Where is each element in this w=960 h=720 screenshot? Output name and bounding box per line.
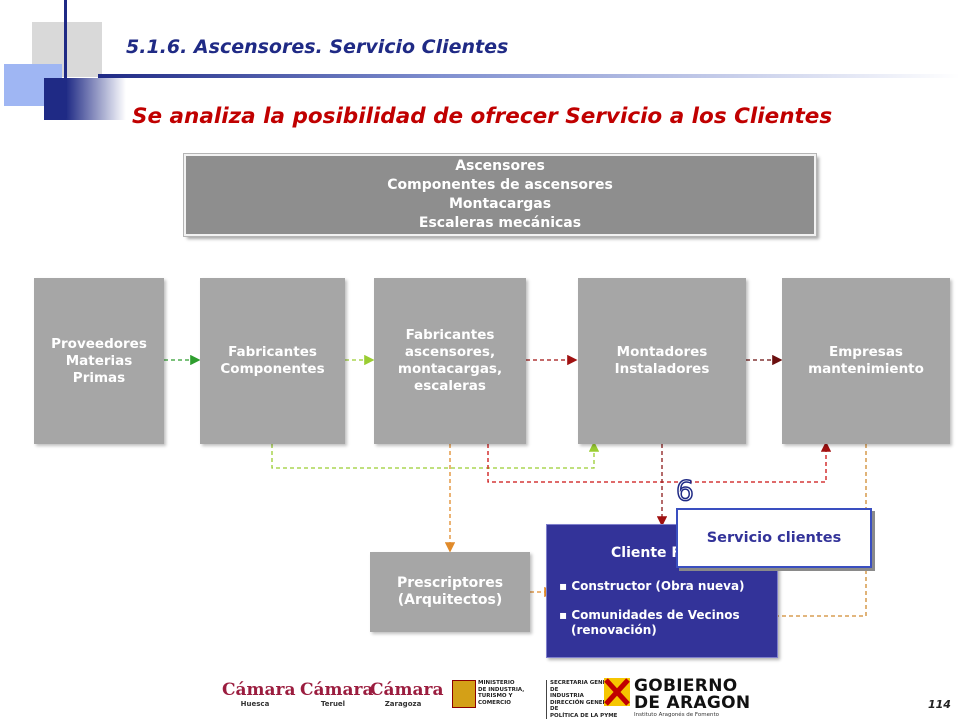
chain-label: mantenimiento [808, 361, 924, 377]
header-horizontal-line [98, 74, 960, 78]
chain-label: Fabricantes [228, 344, 317, 360]
chain-label: Primas [72, 369, 126, 386]
prescriptores-label: Prescriptores [396, 575, 504, 591]
chain-label: escaleras [414, 378, 486, 394]
arrow-empresas-cliente [737, 444, 867, 622]
chain-box-proveedores: Proveedores Materias Primas [34, 278, 164, 444]
scope-box: Ascensores Componentes de ascensores Mon… [183, 153, 817, 237]
chain-label: montacargas, [397, 361, 503, 377]
main-title: Se analiza la posibilidad de ofrecer Ser… [132, 104, 833, 129]
logo-camara-teruel: Cámara Teruel [300, 680, 374, 708]
cliente-list: ▪ Constructor (Obra nueva) ▪ Comunidades… [559, 579, 771, 652]
header-decoration-navy [44, 78, 66, 120]
logo-camara-zaragoza: Cámara Zaragoza [370, 680, 444, 708]
callout-label: Servicio clientes [706, 530, 842, 546]
chain-label: Montadores [616, 344, 708, 360]
arrow-componentes-montadores [271, 441, 600, 469]
secretaria-line: POLÍTICA DE LA PYME [550, 712, 618, 719]
gobierno-line: DE ARAGON [634, 693, 751, 713]
logo-camara-huesca: Cámara Huesca [222, 680, 296, 708]
gobierno-aragon-logo: GOBIERNO DE ARAGON Instituto Aragonés de… [634, 676, 751, 719]
ministerio-line: MINISTERIO [478, 680, 515, 686]
page-number: 114 [928, 698, 951, 711]
header-vertical-line [64, 0, 67, 118]
ministerio-text: MINISTERIO DE INDUSTRIA, TURISMO Y COMER… [478, 680, 542, 706]
logo-sub: Zaragoza [384, 700, 422, 708]
prescriptores-label: (Arquitectos) [397, 592, 503, 608]
scope-line: Componentes de ascensores [387, 177, 613, 193]
servicio-clientes-callout: Servicio clientes [676, 508, 872, 568]
scope-line: Montacargas [448, 196, 552, 212]
secretaria-text: SECRETARIA GENERAL DE INDUSTRIA DIRECCIÓ… [546, 680, 624, 719]
chain-label: Instaladores [614, 361, 710, 377]
chain-label: Proveedores [51, 335, 147, 352]
chain-label: Materias [65, 352, 133, 369]
gobierno-line: GOBIERNO [634, 676, 738, 696]
list-item: ▪ Constructor (Obra nueva) [559, 579, 745, 593]
logo-text: Cámara [222, 680, 296, 700]
chain-label: Fabricantes [405, 327, 495, 343]
list-item: ▪ Comunidades de Vecinos (renovación) [559, 608, 740, 637]
ministerio-line: TURISMO Y [478, 693, 513, 699]
arrow-ascensores-empresas [487, 441, 832, 483]
chain-label: ascensores, [404, 344, 496, 360]
logo-text: Cámara [370, 680, 444, 700]
prescriptores-box: Prescriptores (Arquitectos) [370, 552, 530, 632]
logo-sub: Huesca [240, 700, 270, 708]
secretaria-line: DIRECCIÓN GENERAL DE [550, 699, 615, 713]
chain-box-empresas: Empresas mantenimiento [782, 278, 950, 444]
ministerio-line: COMERCIO [478, 699, 511, 706]
cliente-title: Cliente F [611, 545, 681, 561]
cliente-item-label: Comunidades de Vecinos (renovación) [571, 608, 740, 637]
chain-box-montadores: Montadores Instaladores [578, 278, 746, 444]
callout-number: 6 [675, 473, 694, 508]
ministerio-line: DE INDUSTRIA, [478, 686, 525, 693]
header-decoration-gradient [66, 78, 126, 120]
aragon-flag-icon [604, 678, 630, 706]
cliente-item-label: Constructor (Obra nueva) [571, 579, 745, 593]
chain-box-fabricantes-componentes: Fabricantes Componentes [200, 278, 345, 444]
spain-coat-of-arms-icon [452, 680, 476, 708]
scope-line: Ascensores [455, 158, 545, 174]
scope-line: Escaleras mecánicas [418, 215, 582, 231]
gobierno-sub: Instituto Aragonés de Fomento [634, 712, 720, 718]
secretaria-line: INDUSTRIA [550, 693, 584, 699]
chain-box-fabricantes-ascensores: Fabricantes ascensores, montacargas, esc… [374, 278, 526, 444]
logo-sub: Teruel [320, 700, 346, 708]
chain-label: Componentes [220, 361, 325, 377]
secretaria-line: SECRETARIA GENERAL DE [550, 680, 619, 693]
section-title: 5.1.6. Ascensores. Servicio Clientes [126, 36, 509, 58]
chain-label: Empresas [829, 344, 903, 360]
logo-text: Cámara [300, 680, 374, 700]
